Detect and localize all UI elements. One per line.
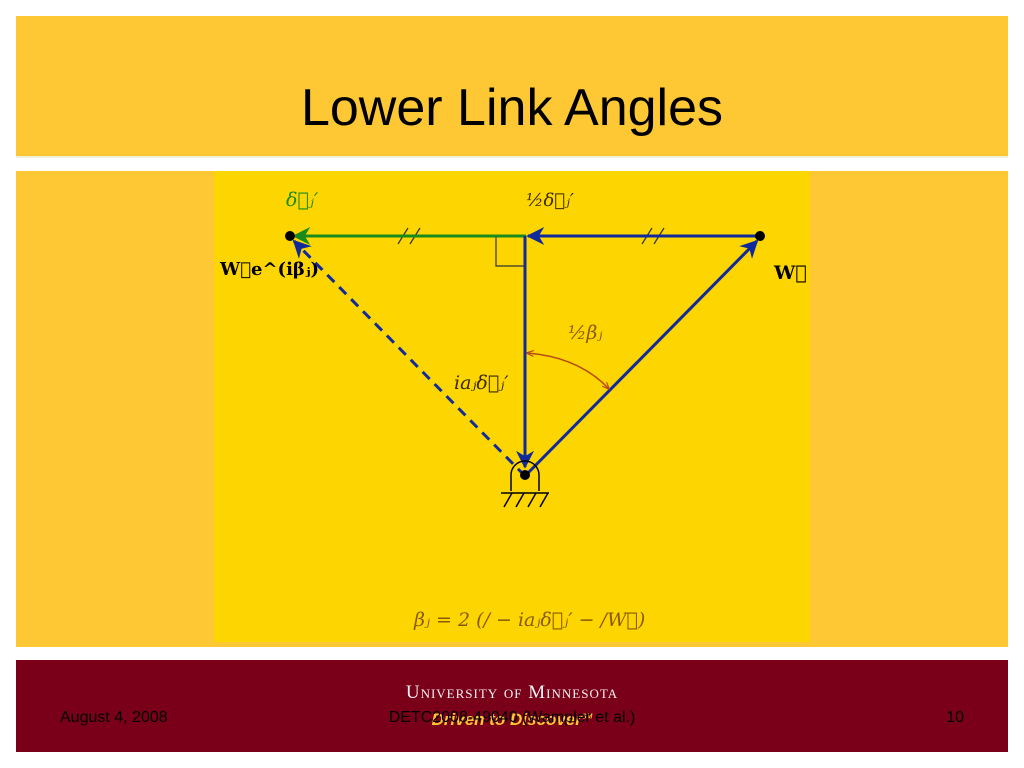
tagline-mark: SM: [581, 713, 593, 721]
slide-title: Lower Link Angles: [300, 79, 724, 137]
half-beta-angle-arc: [527, 353, 609, 389]
title-band: Lower Link Angles: [16, 16, 1008, 158]
w-rotated-vector: [292, 239, 527, 478]
equation-label: βⱼ = 2 (/ − iaⱼδ⃗ⱼ′ − /W⃗): [413, 609, 645, 631]
university-logo-text: University of Minnesota: [405, 682, 619, 703]
footer-citation: DETC2008-49040 (Wampler et al.): [388, 709, 636, 726]
right-endpoint: [755, 231, 765, 241]
half-beta-label: ½βⱼ: [568, 322, 602, 344]
half-delta-label: ½δ⃗ⱼ′: [526, 190, 574, 211]
w-rotated-label: W⃗e^(iβⱼ): [219, 259, 319, 280]
ground-pivot: [501, 460, 549, 508]
right-angle-marker: [495, 235, 524, 267]
w-vector: [523, 239, 759, 478]
pivot-point: [520, 470, 530, 480]
delta-prime-label: δ⃗ⱼ′: [286, 189, 319, 211]
tagline-words: Driven to Discover: [431, 710, 582, 729]
diagram-figure: δ⃗ⱼ′ ½δ⃗ⱼ′ W⃗e^(iβⱼ) W⃗ iaⱼδ⃗ⱼ′ ½βⱼ βⱼ =…: [214, 171, 810, 642]
footer-band: University of Minnesota Driven to Discov…: [16, 660, 1008, 752]
lower-link-diagram: δ⃗ⱼ′ ½δ⃗ⱼ′ W⃗e^(iβⱼ) W⃗ iaⱼδ⃗ⱼ′ ½βⱼ βⱼ =…: [219, 189, 807, 631]
ia-delta-label: iaⱼδ⃗ⱼ′: [454, 372, 509, 394]
tagline-text: Driven to DiscoverSM: [16, 710, 1008, 730]
w-label: W⃗: [773, 262, 807, 284]
slide-number: 10: [946, 709, 964, 726]
left-endpoint: [285, 231, 295, 241]
footer-date: August 4, 2008: [60, 709, 168, 726]
